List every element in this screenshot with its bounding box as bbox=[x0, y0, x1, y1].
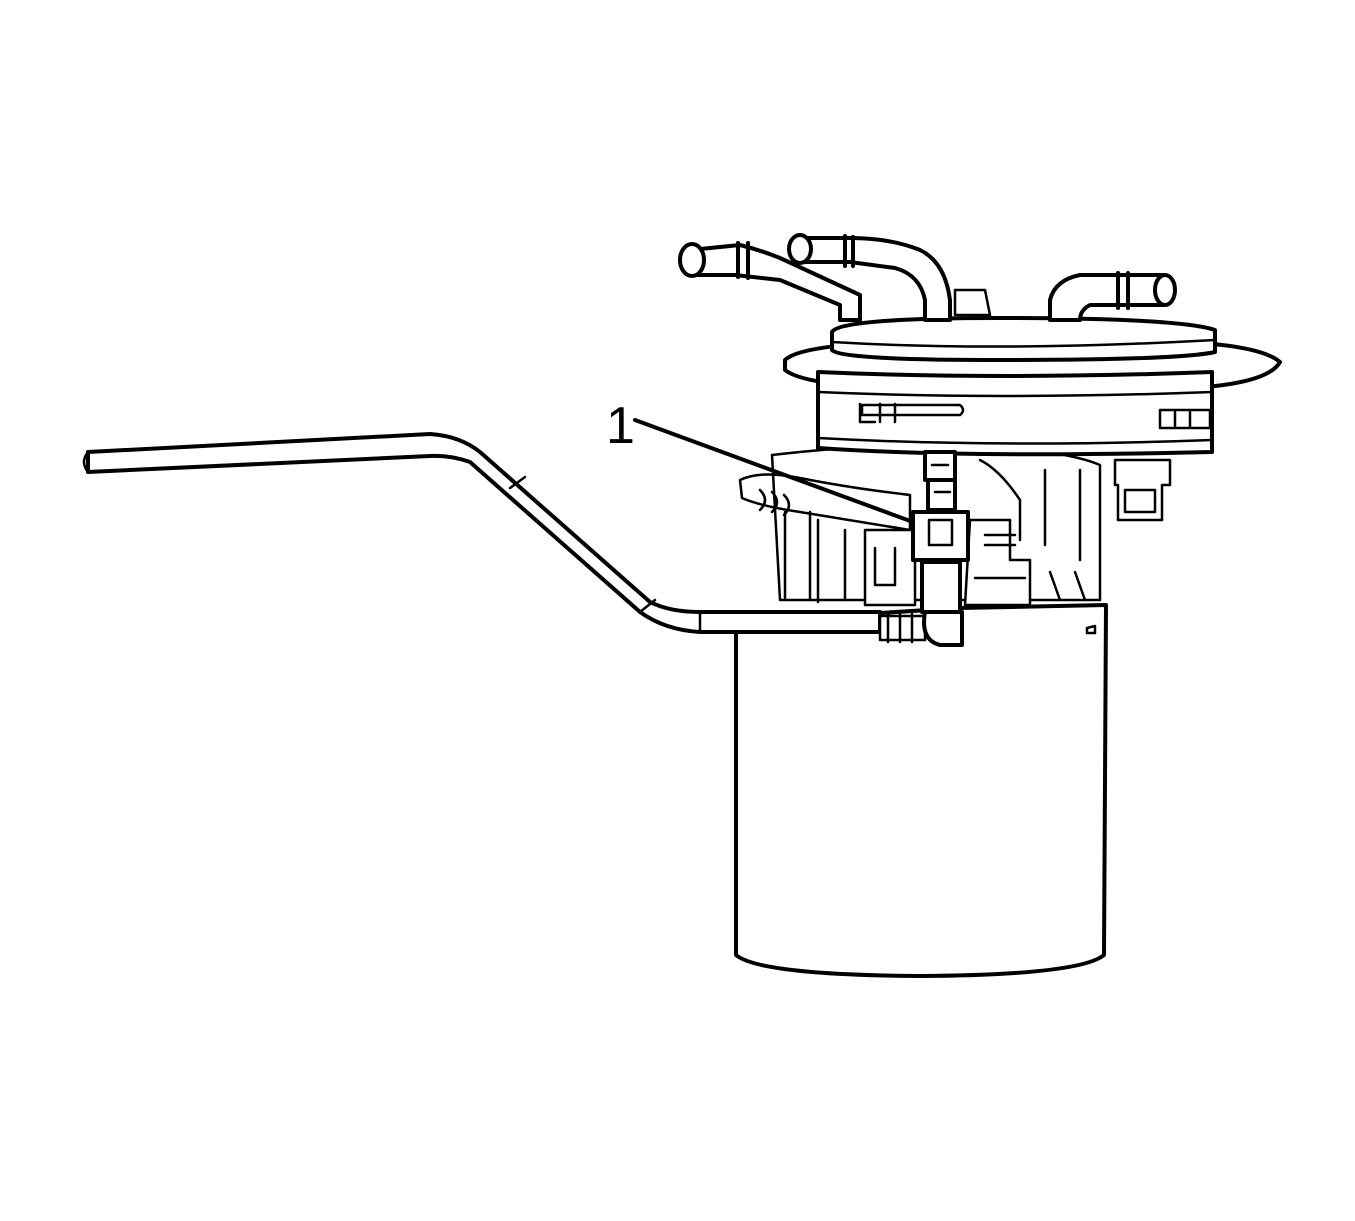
top-fuel-lines bbox=[678, 233, 1177, 322]
electrical-connector bbox=[911, 450, 970, 647]
module-flange bbox=[783, 316, 1282, 457]
callout-label-1: 1 bbox=[606, 397, 635, 455]
reservoir-canister bbox=[734, 603, 1108, 978]
callout-1: 1 bbox=[606, 397, 915, 524]
harness-wire bbox=[82, 432, 927, 644]
